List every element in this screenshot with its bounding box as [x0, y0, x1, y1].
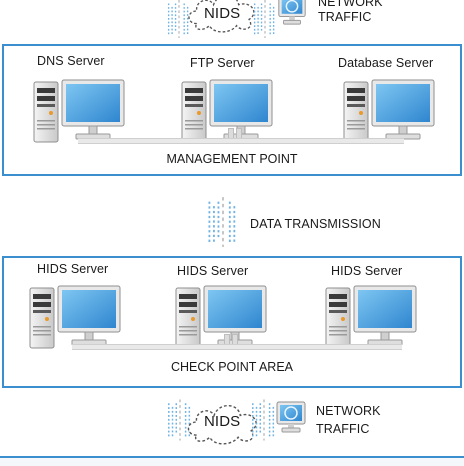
nids-label-top: NIDS [204, 5, 241, 22]
server-label-ftp: FTP Server [190, 56, 255, 70]
server-label-hids-2: HIDS Server [177, 264, 249, 278]
data-transmission-label: DATA TRANSMISSION [250, 217, 381, 231]
network-traffic-top-line1: NETWORK [318, 0, 383, 9]
network-traffic-top-line2: TRAFFIC [318, 10, 372, 24]
server-tower-icon [28, 282, 124, 352]
network-rail [78, 138, 404, 144]
management-panel: DNS Server FTP Server Database Server MA… [2, 44, 462, 176]
server-tower-icon [174, 282, 270, 352]
next-panel-edge [0, 456, 464, 466]
network-traffic-bottom-line2: TRAFFIC [316, 422, 370, 436]
checkpoint-panel: HIDS Server HIDS Server HIDS Server CHEC… [2, 256, 462, 388]
server-label-hids-3: HIDS Server [331, 264, 403, 278]
check-point-caption: CHECK POINT AREA [170, 360, 294, 374]
network-rail [72, 344, 402, 350]
nids-label-bottom: NIDS [204, 413, 241, 430]
server-tower-icon [342, 76, 438, 146]
server-label-hids-1: HIDS Server [37, 262, 109, 276]
data-link-icon [206, 196, 240, 248]
management-point-caption: MANAGEMENT POINT [166, 152, 298, 166]
monitor-icon [274, 400, 308, 434]
data-link-icon [252, 0, 278, 38]
monitor-icon [276, 0, 308, 26]
server-tower-icon [324, 282, 420, 352]
server-label-database: Database Server [338, 56, 434, 70]
server-tower-icon [32, 76, 128, 146]
server-label-dns: DNS Server [37, 54, 105, 68]
network-traffic-bottom-line1: NETWORK [316, 404, 381, 418]
